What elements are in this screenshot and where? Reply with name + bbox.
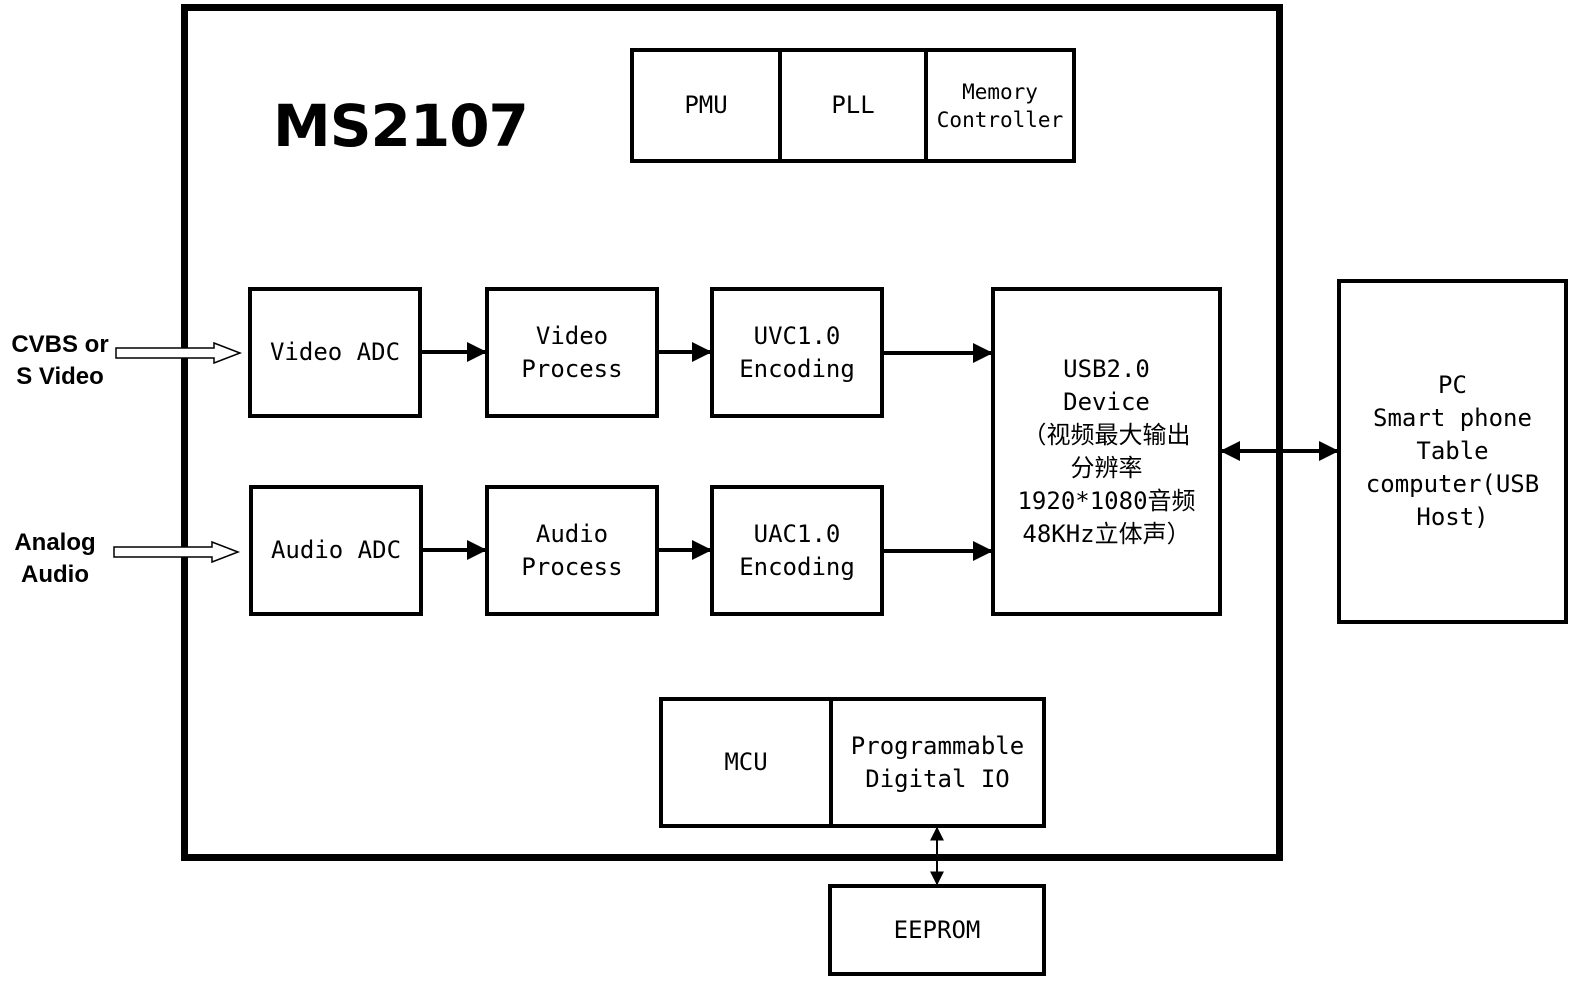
video-process-block: Video Process <box>485 287 659 418</box>
audio-input-label-line-2: Audio <box>21 561 89 588</box>
video-adc-block: Video ADC <box>248 287 422 418</box>
usb-device-block: USB2.0 Device （视频最大输出 分辨率 1920*1080音频 48… <box>991 287 1222 616</box>
audio-adc-label: Audio ADC <box>270 536 402 564</box>
chip-name: MS2107 <box>273 92 529 160</box>
host-label-line-1: PC <box>1438 371 1467 399</box>
audio-process-block: Audio Process <box>485 485 659 616</box>
audio-process-label-line-2: Process <box>521 552 623 581</box>
video-process-label-line-2: Process <box>521 354 623 383</box>
audio-input-arrow <box>113 540 241 564</box>
video-adc-label: Video ADC <box>269 338 401 366</box>
mcu-label: MCU <box>724 748 768 776</box>
usb-device-label-line-2: Device <box>1063 387 1150 416</box>
audio-adc-block: Audio ADC <box>249 485 423 616</box>
audio-input-label: Analog Audio <box>5 527 105 591</box>
host-label-line-3: Table <box>1416 437 1489 465</box>
digital-io-block: Programmable Digital IO <box>829 697 1046 828</box>
usb-device-label-line-5: 1920*1080音频 <box>1017 486 1196 515</box>
host-label-line-2: Smart phone <box>1373 404 1532 432</box>
uac-encoding-label-line-2: Encoding <box>739 552 855 581</box>
usb-device-label-line-4: 分辨率 <box>1070 453 1143 482</box>
digital-io-label-line-2: Digital IO <box>865 764 1010 793</box>
video-input-label: CVBS or S Video <box>8 329 112 393</box>
usb-device-label-line-6: 48KHz立体声） <box>1022 519 1191 548</box>
uvc-encoding-block: UVC1.0 Encoding <box>710 287 884 418</box>
uac-encoding-label-line-1: UAC1.0 <box>753 519 841 548</box>
host-label-line-4: computer(USB <box>1365 470 1540 498</box>
memory-controller-label-line-2: Controller <box>936 107 1064 132</box>
host-label-line-5: Host) <box>1416 503 1489 531</box>
digital-io-label-line-1: Programmable <box>850 731 1025 760</box>
pmu-block: PMU <box>630 48 782 163</box>
uac-encoding-block: UAC1.0 Encoding <box>710 485 884 616</box>
host-block: PC Smart phone Table computer(USB Host) <box>1337 279 1568 624</box>
usb-device-label-line-1: USB2.0 <box>1063 354 1150 383</box>
video-process-label-line-1: Video <box>535 321 609 350</box>
audio-input-label-line-1: Analog <box>14 529 96 556</box>
video-input-arrow <box>115 341 243 365</box>
pll-label: PLL <box>831 91 875 119</box>
usb-device-label-line-3: （视频最大输出 <box>1022 420 1191 449</box>
uvc-encoding-label-line-1: UVC1.0 <box>753 321 841 350</box>
pmu-label: PMU <box>684 91 728 119</box>
video-input-label-line-2: S Video <box>16 363 104 390</box>
memory-controller-label-line-1: Memory <box>962 79 1038 104</box>
audio-process-label-line-1: Audio <box>535 519 609 548</box>
uvc-encoding-label-line-2: Encoding <box>739 354 855 383</box>
memory-controller-block: Memory Controller <box>924 48 1076 163</box>
video-input-label-line-1: CVBS or <box>11 331 109 358</box>
eeprom-block: EEPROM <box>828 884 1046 976</box>
eeprom-label: EEPROM <box>893 915 981 944</box>
